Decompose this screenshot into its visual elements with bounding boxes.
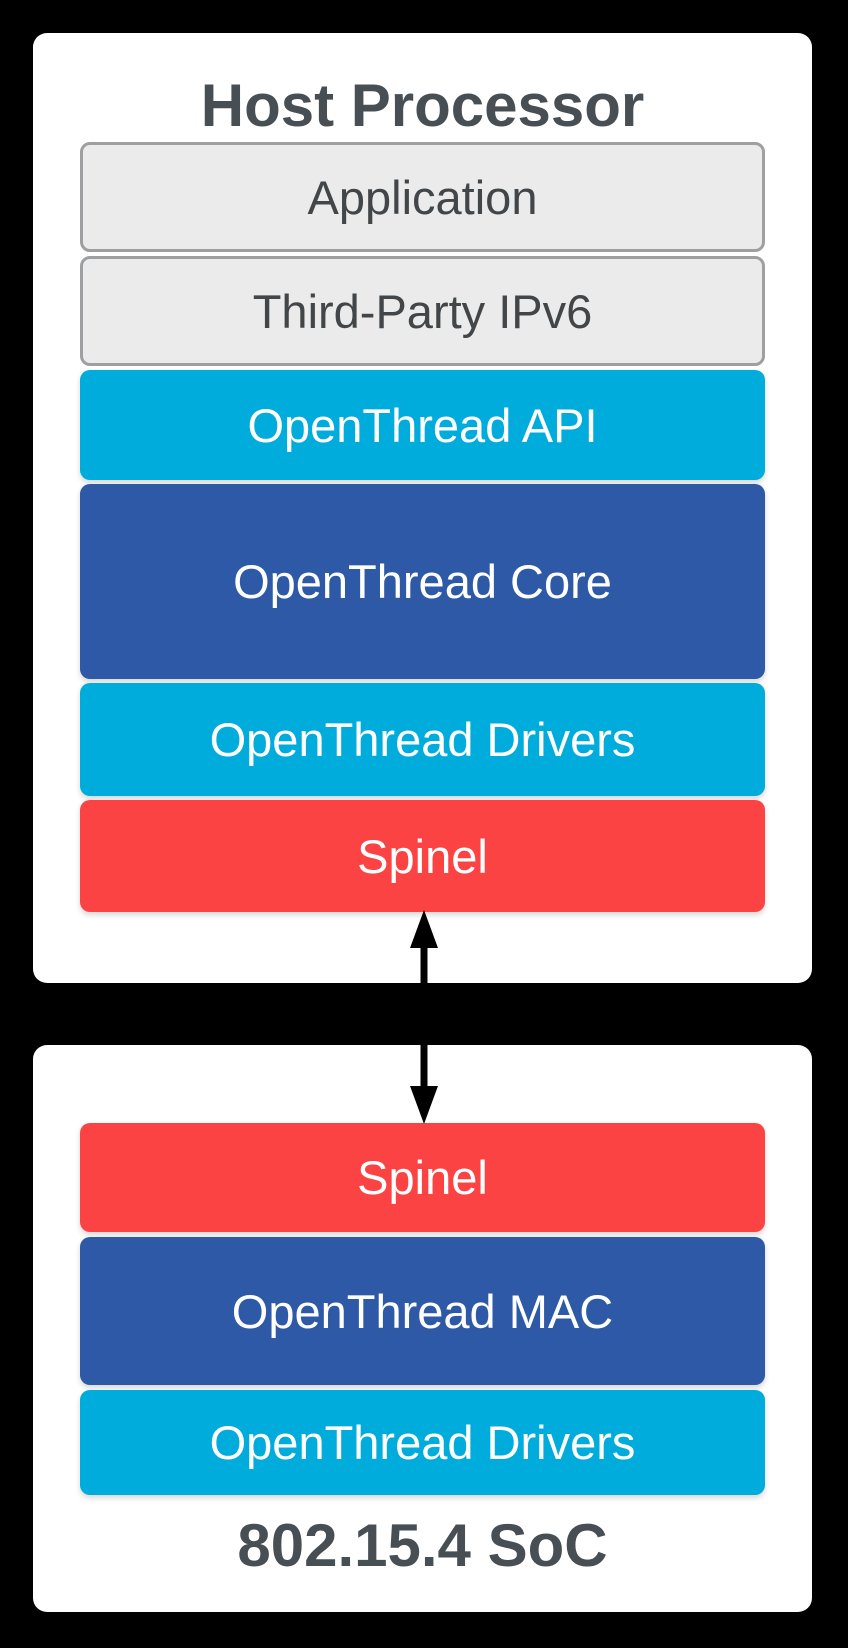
layer-openthread-core: OpenThread Core — [80, 484, 765, 679]
bidirectional-arrow-icon — [410, 910, 438, 1124]
host-layer-stack: Application Third-Party IPv6 OpenThread … — [80, 142, 765, 912]
layer-openthread-drivers-host: OpenThread Drivers — [80, 683, 765, 796]
layer-spinel-soc: Spinel — [80, 1123, 765, 1232]
layer-spinel-host: Spinel — [80, 800, 765, 912]
layer-application: Application — [80, 142, 765, 252]
soc-panel: Spinel OpenThread MAC OpenThread Drivers… — [33, 1045, 812, 1612]
layer-openthread-api: OpenThread API — [80, 370, 765, 480]
soc-title: 802.15.4 SoC — [237, 1512, 608, 1579]
layer-openthread-drivers-soc: OpenThread Drivers — [80, 1390, 765, 1495]
soc-layer-stack: Spinel OpenThread MAC OpenThread Drivers — [80, 1123, 765, 1495]
host-processor-panel: Host Processor Application Third-Party I… — [33, 33, 812, 983]
layer-openthread-mac: OpenThread MAC — [80, 1237, 765, 1385]
host-processor-title: Host Processor — [200, 72, 645, 139]
layer-third-party-ipv6: Third-Party IPv6 — [80, 256, 765, 366]
